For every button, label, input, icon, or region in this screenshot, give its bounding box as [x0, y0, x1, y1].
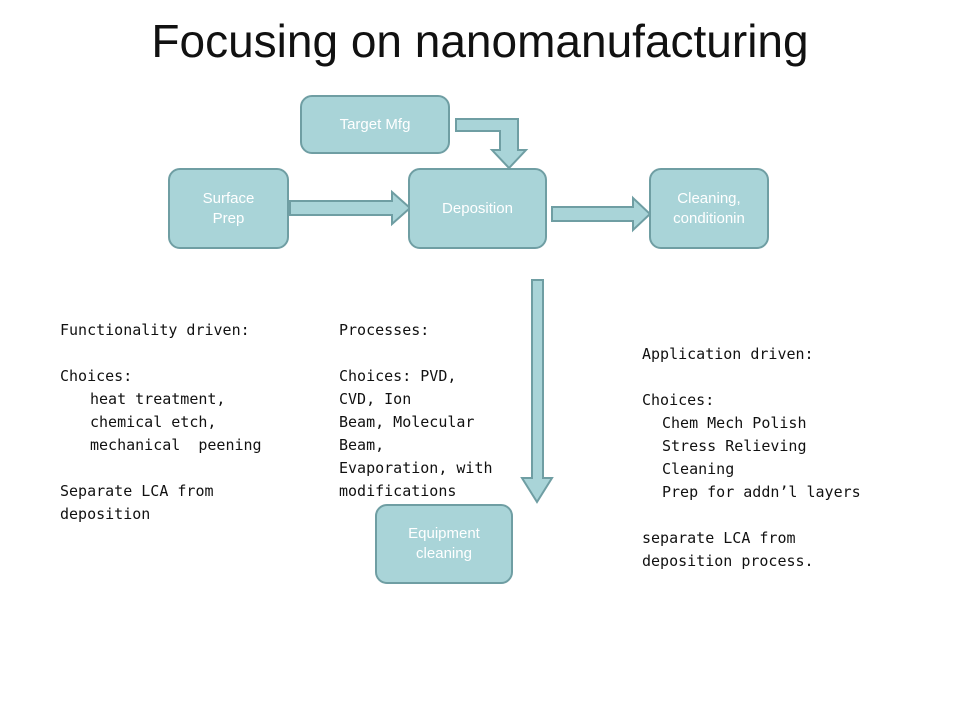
arrow-deposition-to-cleaning	[551, 195, 652, 233]
page-title: Focusing on nanomanufacturing	[151, 15, 809, 67]
application-text-block: Application driven: Choices: Chem Mech P…	[642, 320, 861, 573]
left-note-line: deposition	[60, 505, 151, 523]
surface-prep-box: Surface Prep	[168, 168, 289, 249]
right-note-line: separate LCA from	[642, 529, 796, 547]
left-note-line: Separate LCA from	[60, 482, 214, 500]
functionality-text-block: Functionality driven: Choices: heat trea…	[60, 296, 262, 526]
right-choice-item: Stress Relieving	[662, 437, 807, 455]
right-note-line: deposition process.	[642, 552, 814, 570]
left-choice-item: chemical etch,	[90, 413, 217, 431]
left-choice-item: heat treatment,	[90, 390, 226, 408]
equipment-cleaning-box: Equipment cleaning	[375, 504, 513, 584]
processes-line: modifications	[339, 482, 457, 500]
arrow-deposition-to-equipment	[520, 279, 554, 504]
processes-text-block: Processes: Choices: PVD, CVD, Ion Beam, …	[339, 296, 493, 503]
arrow-surface-to-deposition	[289, 189, 412, 227]
processes-line: Evaporation, with	[339, 459, 493, 477]
processes-line: Choices: PVD,	[339, 367, 457, 385]
application-heading: Application driven:	[642, 345, 814, 363]
functionality-heading: Functionality driven:	[60, 321, 250, 339]
left-choices-label: Choices:	[60, 367, 133, 385]
cleaning-conditioning-box: Cleaning, conditionin	[649, 168, 769, 249]
processes-heading: Processes:	[339, 321, 430, 339]
right-choice-item: Prep for addn’l layers	[662, 483, 861, 501]
deposition-box: Deposition	[408, 168, 547, 249]
arrow-target-to-deposition	[455, 118, 529, 170]
left-choice-item: mechanical peening	[90, 436, 262, 454]
right-choices-label: Choices:	[642, 391, 715, 409]
processes-line: Beam, Molecular	[339, 413, 475, 431]
right-choice-item: Chem Mech Polish	[662, 414, 807, 432]
processes-line: Beam,	[339, 436, 385, 454]
target-mfg-box: Target Mfg	[300, 95, 450, 154]
processes-line: CVD, Ion	[339, 390, 412, 408]
right-choice-item: Cleaning	[662, 460, 735, 478]
